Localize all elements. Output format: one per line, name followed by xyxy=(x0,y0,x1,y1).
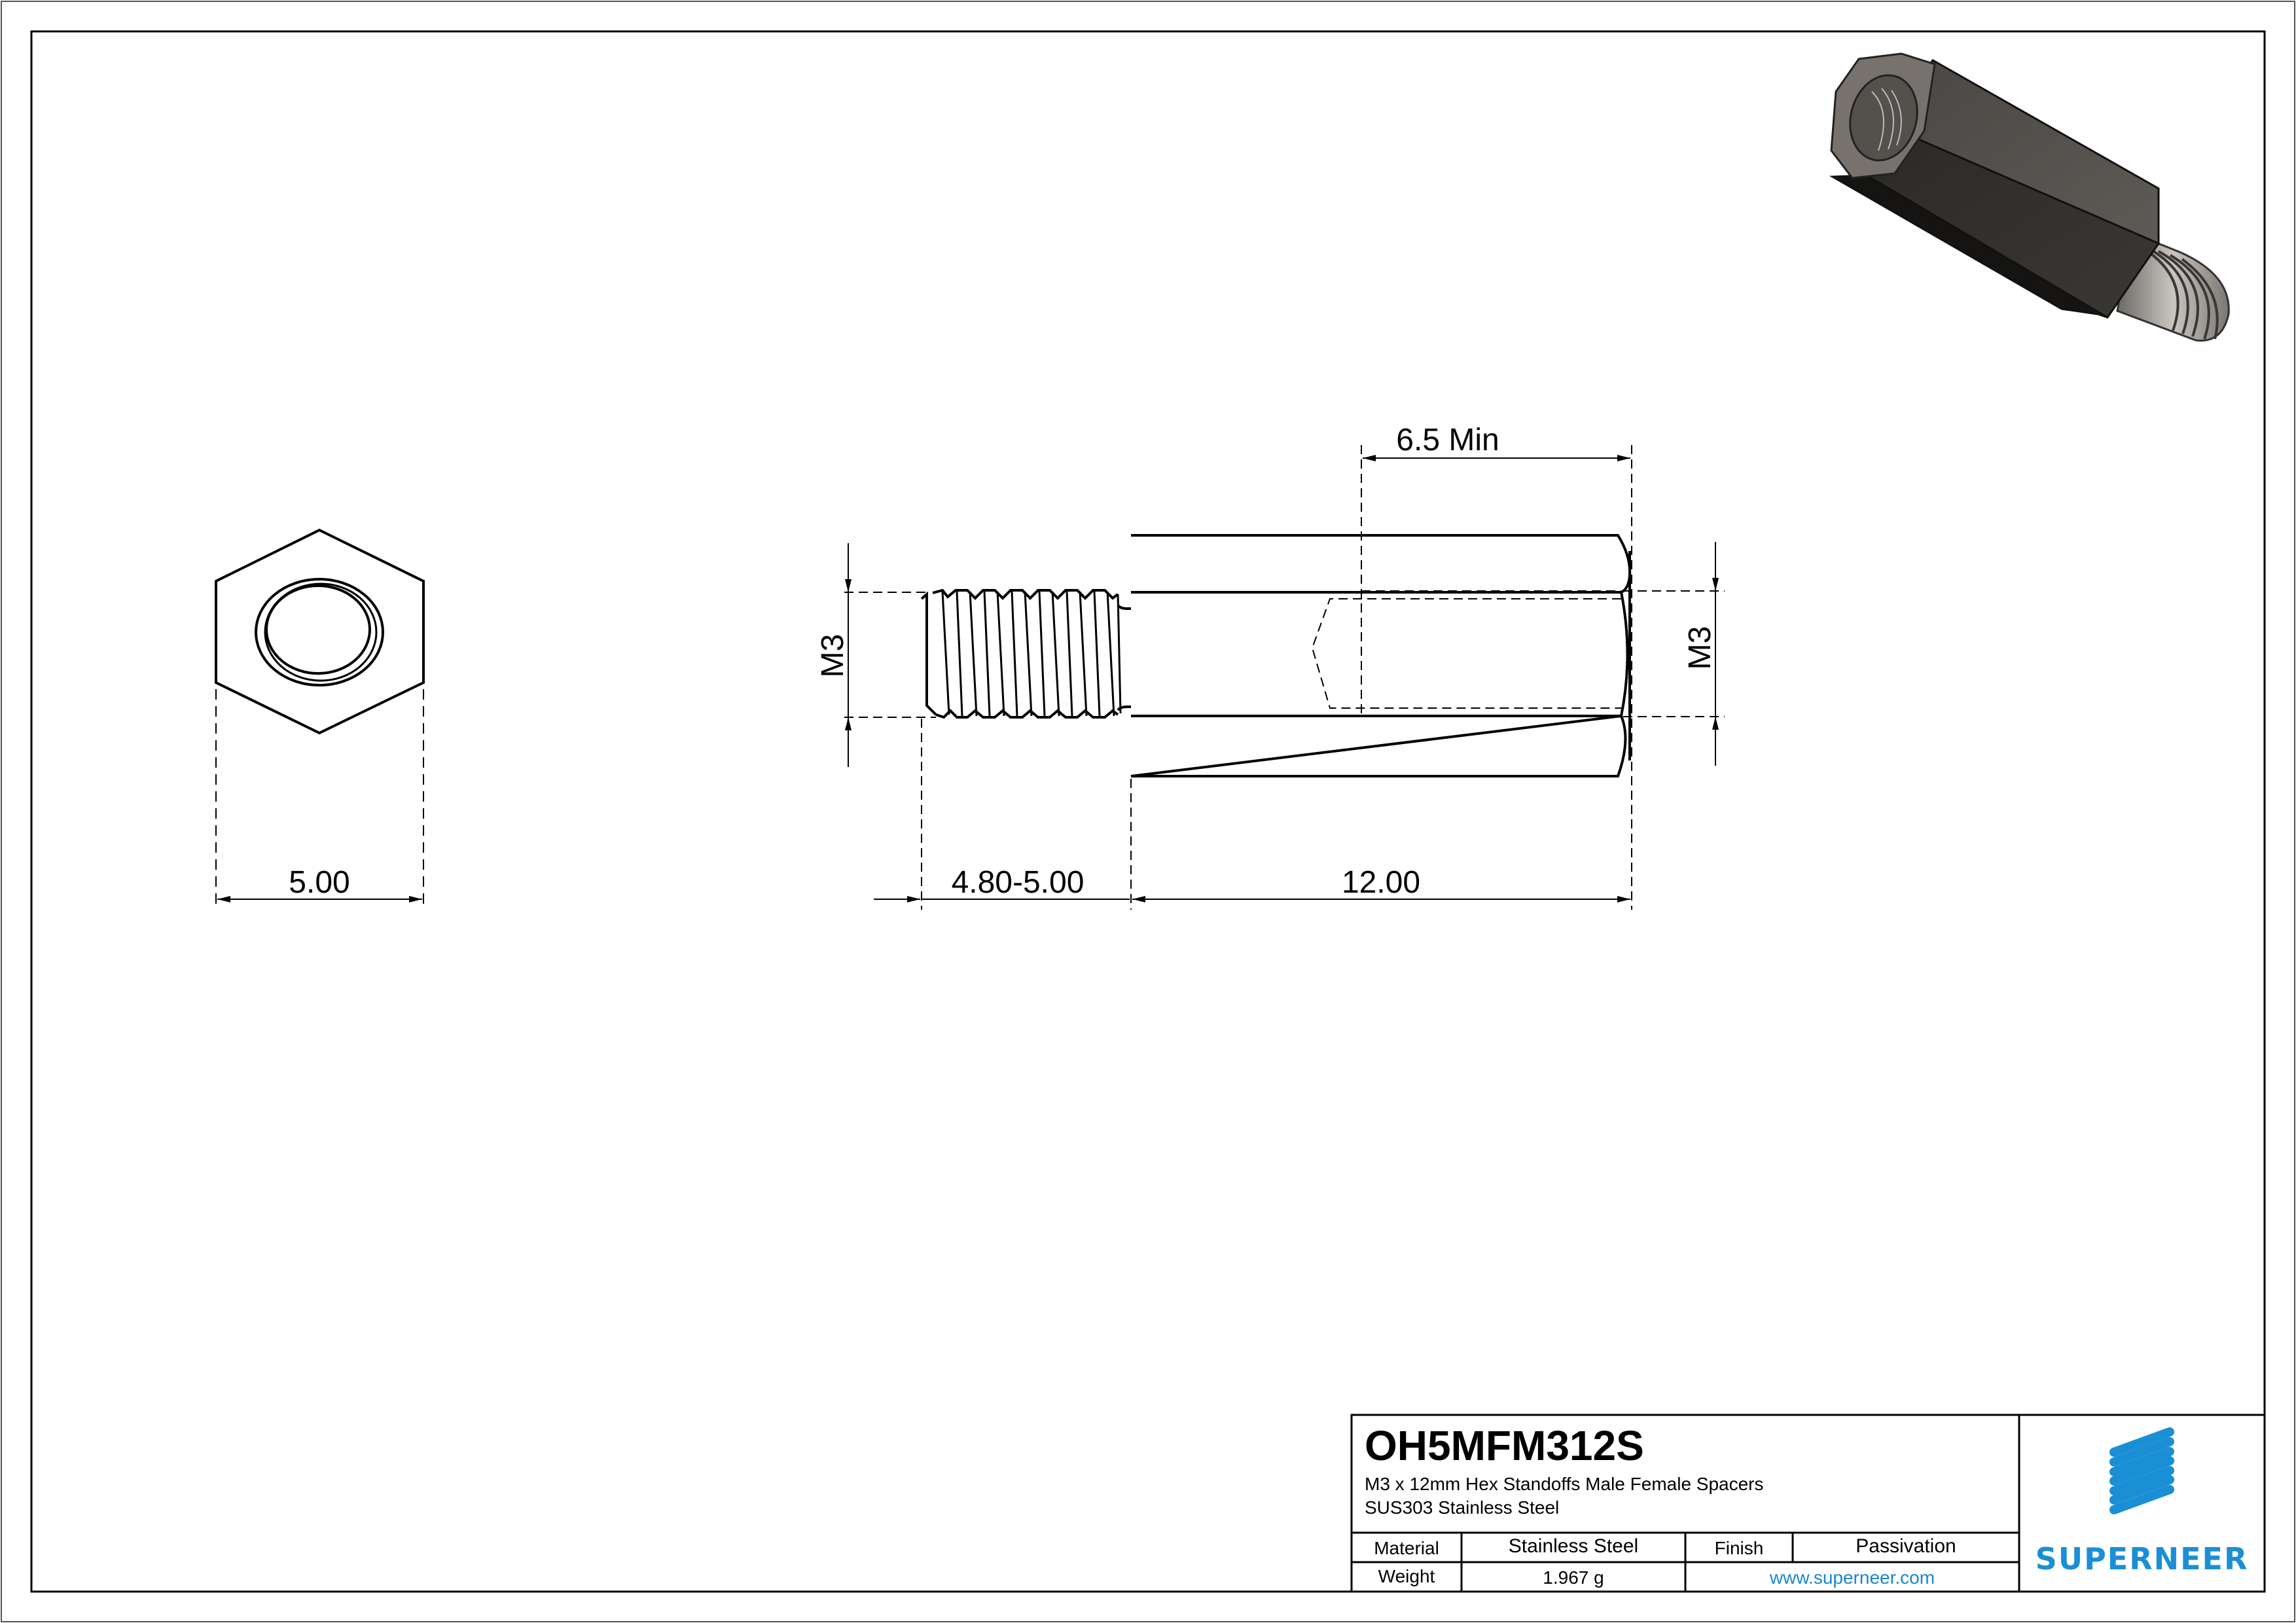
material-value: Stainless Steel xyxy=(1508,1535,1639,1557)
material-label: Material xyxy=(1374,1538,1439,1558)
hex-body-outline xyxy=(1130,534,1632,777)
website-link[interactable]: www.superneer.com xyxy=(1769,1567,1935,1588)
male-thread xyxy=(920,588,1131,719)
side-view xyxy=(844,445,1725,910)
isometric-render xyxy=(1829,52,2230,342)
brand-name: SUPERNEER xyxy=(2035,1541,2249,1577)
dim-female-thread-size: M3 xyxy=(1683,626,1717,670)
dim-body-length: 12.00 xyxy=(1342,865,1420,900)
superneer-logo-icon xyxy=(2109,1427,2174,1514)
dim-hex-across-flats: 5.00 xyxy=(289,865,350,900)
inner-border xyxy=(30,30,2266,1593)
finish-label: Finish xyxy=(1714,1538,1764,1558)
thread-major-circle xyxy=(255,578,384,687)
finish-value: Passivation xyxy=(1856,1535,1956,1557)
weight-value: 1.967 g xyxy=(1543,1567,1604,1588)
part-description: M3 x 12mm Hex Standoffs Male Female Spac… xyxy=(1365,1474,1764,1494)
part-material-spec: SUS303 Stainless Steel xyxy=(1365,1497,1560,1518)
hex-outline xyxy=(215,528,425,735)
title-block xyxy=(1350,1414,2266,1593)
part-number: OH5MFM312S xyxy=(1365,1422,1644,1469)
weight-label: Weight xyxy=(1378,1566,1435,1586)
dim-male-thread-length: 4.80-5.00 xyxy=(952,865,1085,900)
end-view xyxy=(215,528,425,904)
dim-thread-depth: 6.5 Min xyxy=(1396,423,1499,457)
thread-minor-circle xyxy=(265,584,371,675)
dim-male-thread-size: M3 xyxy=(816,634,850,678)
thread-helix-circle xyxy=(264,582,378,682)
female-thread-hidden xyxy=(1311,598,1621,709)
render-hex-bottom-face xyxy=(1829,174,2108,319)
